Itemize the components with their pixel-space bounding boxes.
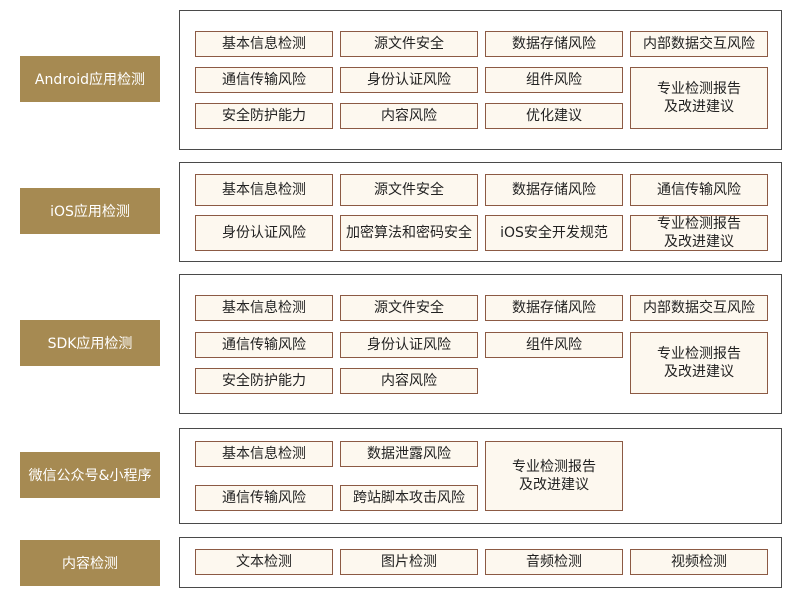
cell-android-internal-data: 内部数据交互风险 <box>630 31 768 57</box>
cell-content-image: 图片检测 <box>340 549 478 575</box>
cell-content-video: 视频检测 <box>630 549 768 575</box>
cell-ios-crypto: 加密算法和密码安全 <box>340 215 478 251</box>
section-panel-android: 基本信息检测 源文件安全 数据存储风险 内部数据交互风险 通信传输风险 身份认证… <box>179 10 782 150</box>
cell-ios-basic-info: 基本信息检测 <box>195 174 333 206</box>
cell-ios-auth: 身份认证风险 <box>195 215 333 251</box>
cell-ios-data-storage: 数据存储风险 <box>485 174 623 206</box>
cell-sdk-internal-data: 内部数据交互风险 <box>630 295 768 321</box>
section-panel-wechat: 基本信息检测 数据泄露风险 专业检测报告 及改进建议 通信传输风险 跨站脚本攻击… <box>179 428 782 524</box>
cell-ios-source-file: 源文件安全 <box>340 174 478 206</box>
section-label-wechat: 微信公众号&小程序 <box>20 452 160 498</box>
cell-sdk-source-file: 源文件安全 <box>340 295 478 321</box>
cell-wechat-report: 专业检测报告 及改进建议 <box>485 441 623 511</box>
cell-sdk-basic-info: 基本信息检测 <box>195 295 333 321</box>
section-label-ios: iOS应用检测 <box>20 188 160 234</box>
cell-sdk-content: 内容风险 <box>340 368 478 394</box>
cell-ios-dev-spec: iOS安全开发规范 <box>485 215 623 251</box>
section-panel-sdk: 基本信息检测 源文件安全 数据存储风险 内部数据交互风险 通信传输风险 身份认证… <box>179 274 782 414</box>
section-panel-content: 文本检测 图片检测 音频检测 视频检测 <box>179 537 782 588</box>
cell-sdk-component: 组件风险 <box>485 332 623 358</box>
cell-wechat-transmission: 通信传输风险 <box>195 485 333 511</box>
cell-sdk-data-storage: 数据存储风险 <box>485 295 623 321</box>
cell-sdk-protection: 安全防护能力 <box>195 368 333 394</box>
cell-sdk-report: 专业检测报告 及改进建议 <box>630 332 768 394</box>
section-label-content: 内容检测 <box>20 540 160 586</box>
cell-android-protection: 安全防护能力 <box>195 103 333 129</box>
cell-android-component: 组件风险 <box>485 67 623 93</box>
cell-wechat-xss: 跨站脚本攻击风险 <box>340 485 478 511</box>
cell-android-data-storage: 数据存储风险 <box>485 31 623 57</box>
cell-android-content: 内容风险 <box>340 103 478 129</box>
cell-android-auth: 身份认证风险 <box>340 67 478 93</box>
cell-android-report: 专业检测报告 及改进建议 <box>630 67 768 129</box>
section-panel-ios: 基本信息检测 源文件安全 数据存储风险 通信传输风险 身份认证风险 加密算法和密… <box>179 162 782 262</box>
cell-content-text: 文本检测 <box>195 549 333 575</box>
cell-content-audio: 音频检测 <box>485 549 623 575</box>
section-label-android: Android应用检测 <box>20 56 160 102</box>
cell-android-source-file: 源文件安全 <box>340 31 478 57</box>
section-label-sdk: SDK应用检测 <box>20 320 160 366</box>
cell-sdk-auth: 身份认证风险 <box>340 332 478 358</box>
cell-wechat-data-leak: 数据泄露风险 <box>340 441 478 467</box>
cell-android-basic-info: 基本信息检测 <box>195 31 333 57</box>
cell-wechat-basic-info: 基本信息检测 <box>195 441 333 467</box>
cell-android-transmission: 通信传输风险 <box>195 67 333 93</box>
cell-ios-report: 专业检测报告 及改进建议 <box>630 215 768 251</box>
cell-android-optimize: 优化建议 <box>485 103 623 129</box>
cell-sdk-transmission: 通信传输风险 <box>195 332 333 358</box>
cell-ios-transmission: 通信传输风险 <box>630 174 768 206</box>
